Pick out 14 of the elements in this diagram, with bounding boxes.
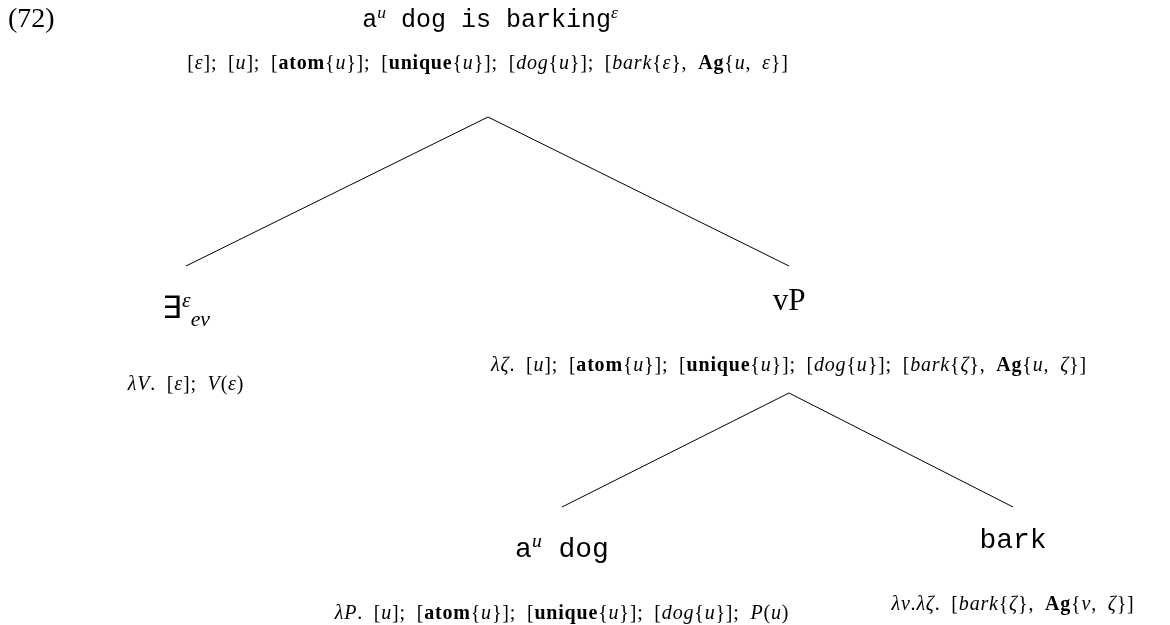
semantic-formula: λζ. [u]; [atom{u}]; [unique{u}]; [dog{u}]; [bark{ζ}, Ag{u, ζ}] bbox=[491, 352, 1087, 377]
semantic-formula: λP. [u]; [atom{u}]; [unique{u}]; [dog{u}]; P(u) bbox=[334, 600, 790, 625]
tree-branch bbox=[561, 392, 790, 508]
tree-branch bbox=[185, 116, 489, 267]
tree-node-label: vP bbox=[772, 282, 806, 318]
tree-node-label: a$^{u}$ dog bbox=[515, 529, 609, 568]
tree-node-label: bark bbox=[979, 524, 1047, 558]
tree-branch bbox=[487, 116, 790, 267]
tree-branch bbox=[788, 392, 1014, 508]
semantic-formula: λV. [ε]; V(ε) bbox=[127, 370, 245, 396]
example-sentence: a$^{u}$ dog is barking$^{ε}$ bbox=[362, 2, 618, 36]
semantic-formula: [ε]; [u]; [atom{u}]; [unique{u}]; [dog{u}]; [bark{ε}, Ag{u, ε}] bbox=[187, 50, 789, 75]
semantic-formula: λv.λζ. [bark{ζ}, Ag{v, ζ}] bbox=[891, 591, 1135, 616]
example-number: (72) bbox=[8, 2, 55, 34]
